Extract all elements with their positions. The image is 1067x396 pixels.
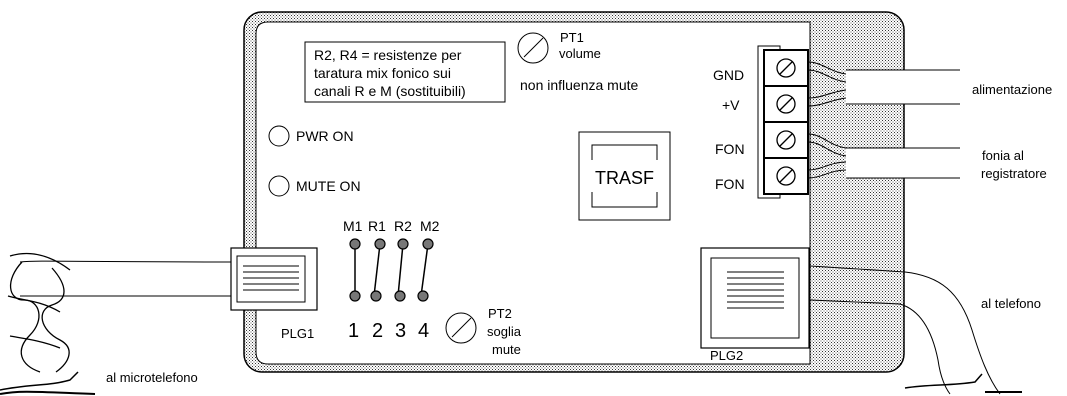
jumper-array bbox=[354, 243, 429, 297]
audio-cable-sleeve bbox=[846, 148, 960, 178]
terminal-screw-2 bbox=[776, 94, 796, 114]
jumper-bottom-label-4: 4 bbox=[418, 320, 429, 342]
handset-cable-label: al microtelefono bbox=[106, 370, 198, 385]
jumper-bottom-label-3: 3 bbox=[395, 320, 406, 342]
recorder-cable-label-1: fonia al bbox=[982, 148, 1024, 163]
pt1-sublabel: volume bbox=[559, 46, 601, 61]
pt1-label: PT1 bbox=[560, 30, 584, 45]
output-cables bbox=[846, 69, 960, 179]
note-line-1: R2, R4 = resistenze per bbox=[314, 47, 462, 63]
phone-cable-label: al telefono bbox=[981, 296, 1041, 311]
phone-cable bbox=[809, 265, 1022, 395]
jumper-pins bbox=[349, 238, 434, 302]
pt2-sublabel-2: mute bbox=[492, 342, 521, 357]
note-line-2: taratura mix fonico sui bbox=[314, 65, 451, 81]
pt1-potentiometer bbox=[517, 32, 549, 64]
terminal-block bbox=[757, 45, 809, 199]
jumper-bottom-label-1: 1 bbox=[348, 320, 359, 342]
pt2-potentiometer bbox=[445, 312, 477, 344]
pt2-label: PT2 bbox=[488, 306, 512, 321]
pt1-note: non influenza mute bbox=[520, 77, 639, 93]
pt2-sublabel-1: soglia bbox=[487, 324, 522, 339]
circuit-board bbox=[255, 21, 811, 365]
mute-led-label: MUTE ON bbox=[296, 178, 361, 194]
plg2-connector bbox=[700, 247, 810, 349]
jumper-top-label-4: M2 bbox=[420, 218, 440, 234]
jumper-bottom-label-2: 2 bbox=[372, 320, 383, 342]
plg1-connector bbox=[230, 247, 318, 311]
power-cable-label: alimentazione bbox=[972, 82, 1052, 97]
terminal-screw-3 bbox=[776, 130, 796, 150]
jumper-top-label-1: M1 bbox=[343, 218, 363, 234]
terminal-screw-4 bbox=[776, 166, 796, 186]
terminal-label-gnd: GND bbox=[713, 67, 744, 83]
jumper-top-label-3: R2 bbox=[394, 218, 412, 234]
transformer bbox=[578, 131, 671, 221]
terminal-label-v: +V bbox=[722, 97, 740, 113]
terminal-wires bbox=[807, 61, 847, 179]
plg1-label: PLG1 bbox=[281, 326, 314, 341]
recorder-cable-label-2: registratore bbox=[981, 166, 1047, 181]
terminal-label-fon-2: FON bbox=[715, 176, 745, 192]
note-box bbox=[304, 41, 506, 103]
terminal-screw-1 bbox=[776, 58, 796, 78]
pwr-led-label: PWR ON bbox=[296, 128, 354, 144]
note-line-3: canali R e M (sostituibili) bbox=[314, 83, 466, 99]
power-cable-sleeve bbox=[846, 70, 960, 104]
plg2-label: PLG2 bbox=[710, 348, 743, 363]
jumper-top-label-2: R1 bbox=[368, 218, 386, 234]
pwr-led bbox=[268, 125, 290, 147]
handset-cable bbox=[0, 252, 233, 396]
transformer-label: TRASF bbox=[595, 168, 654, 188]
mute-led bbox=[268, 175, 290, 197]
terminal-label-fon-1: FON bbox=[715, 141, 745, 157]
